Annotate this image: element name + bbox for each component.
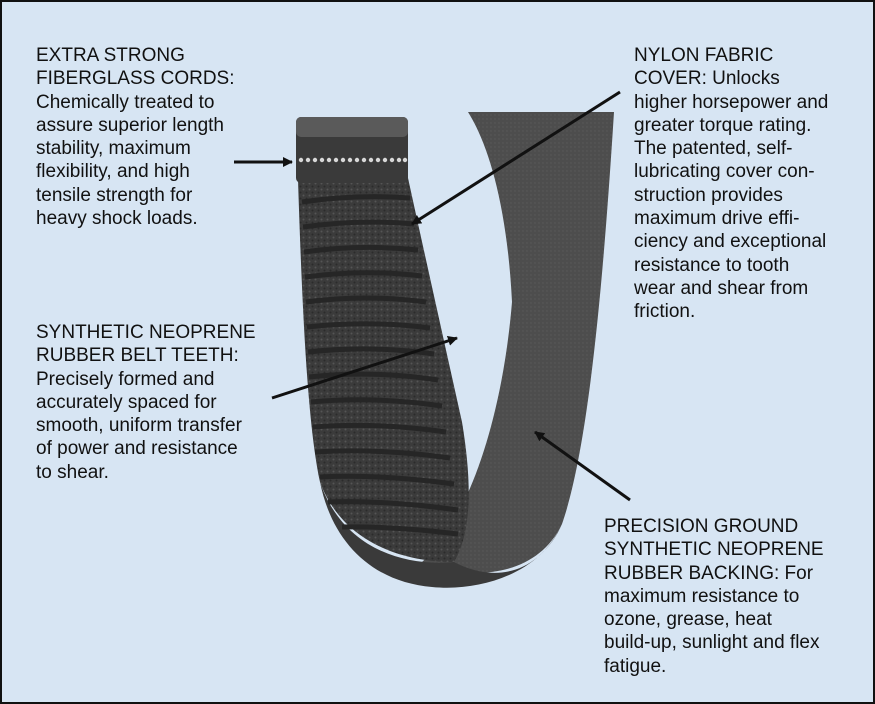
callout-line: PRECISION GROUND [604, 515, 824, 538]
callout-line: of power and resistance [36, 437, 256, 460]
callout-line: The patented, self- [634, 137, 828, 160]
callout-line: Chemically treated to [36, 91, 235, 114]
callout-line: NYLON FABRIC [634, 44, 828, 67]
callout-line: fatigue. [604, 655, 824, 678]
callout-line: COVER: Unlocks [634, 67, 828, 90]
callout-line: SYNTHETIC NEOPRENE [36, 321, 256, 344]
callout-line: maximum drive effi- [634, 207, 828, 230]
fiberglass-cords-callout: EXTRA STRONG FIBERGLASS CORDS: Chemicall… [36, 44, 235, 230]
callout-line: heavy shock loads. [36, 207, 235, 230]
callout-line: maximum resistance to [604, 585, 824, 608]
callout-line: FIBERGLASS CORDS: [36, 67, 235, 90]
callout-line: smooth, uniform transfer [36, 414, 256, 437]
callout-line: wear and shear from [634, 277, 828, 300]
callout-line: RUBBER BELT TEETH: [36, 344, 256, 367]
callout-line: tensile strength for [36, 184, 235, 207]
callout-line: SYNTHETIC NEOPRENE [604, 538, 824, 561]
callout-line: build-up, sunlight and flex [604, 631, 824, 654]
callout-line: to shear. [36, 461, 256, 484]
callout-line: resistance to tooth [634, 254, 828, 277]
callout-line: stability, maximum [36, 137, 235, 160]
callout-line: ozone, grease, heat [604, 608, 824, 631]
callout-line: RUBBER BACKING: For [604, 562, 824, 585]
callout-line: EXTRA STRONG [36, 44, 235, 67]
belt-teeth-callout: SYNTHETIC NEOPRENE RUBBER BELT TEETH: Pr… [36, 321, 256, 484]
callout-line: ciency and exceptional [634, 230, 828, 253]
callout-line: Precisely formed and [36, 368, 256, 391]
nylon-cover-callout: NYLON FABRIC COVER: Unlocks higher horse… [634, 44, 828, 324]
callout-line: higher horsepower and [634, 91, 828, 114]
callout-line: greater torque rating. [634, 114, 828, 137]
backing-callout: PRECISION GROUND SYNTHETIC NEOPRENE RUBB… [604, 515, 824, 678]
callout-line: assure superior length [36, 114, 235, 137]
callout-line: lubricating cover con- [634, 160, 828, 183]
callout-line: struction provides [634, 184, 828, 207]
callout-line: accurately spaced for [36, 391, 256, 414]
callout-line: flexibility, and high [36, 160, 235, 183]
callout-line: friction. [634, 300, 828, 323]
